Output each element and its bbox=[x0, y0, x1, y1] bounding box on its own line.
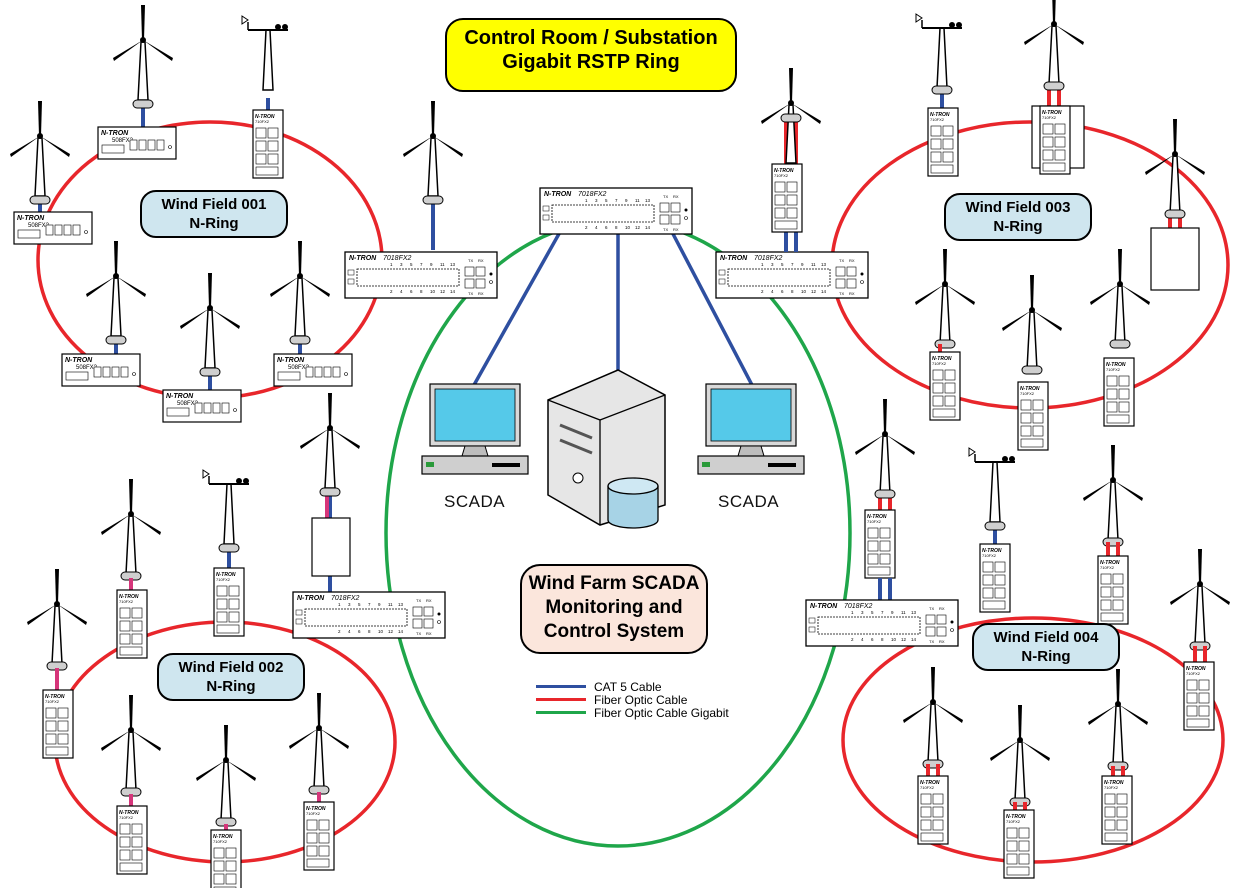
field-002-name: Wind Field 002 bbox=[178, 659, 284, 676]
legend-swatch-gigabit bbox=[536, 711, 586, 714]
scada-center-line2: Monitoring and bbox=[545, 597, 683, 618]
field-003-type: N-Ring bbox=[993, 218, 1043, 235]
legend-swatch-cat5 bbox=[536, 685, 586, 688]
field-003-devices bbox=[914, 0, 1206, 451]
field-003-name: Wind Field 003 bbox=[965, 199, 1071, 216]
field-001-name: Wind Field 001 bbox=[161, 196, 267, 213]
field-004-name: Wind Field 004 bbox=[993, 629, 1099, 646]
control-room-title-line2: Gigabit RSTP Ring bbox=[502, 51, 680, 73]
legend: CAT 5 Cable Fiber Optic Cable Fiber Opti… bbox=[536, 679, 729, 720]
field-002-label: Wind Field 002 N-Ring bbox=[157, 653, 305, 701]
scada-server bbox=[547, 369, 666, 529]
scada-center-label: Wind Farm SCADA Monitoring and Control S… bbox=[520, 564, 708, 654]
scada-workstation-left bbox=[421, 383, 529, 475]
field-003-label: Wind Field 003 N-Ring bbox=[944, 193, 1092, 241]
scada-center-line1: Wind Farm SCADA bbox=[528, 573, 700, 594]
scada-center-line3: Control System bbox=[543, 621, 685, 642]
scada-workstation-right bbox=[697, 383, 805, 475]
field-001-devices bbox=[9, 4, 498, 423]
field-004-type: N-Ring bbox=[1021, 648, 1071, 665]
legend-label-cat5: CAT 5 Cable bbox=[594, 679, 662, 694]
legend-item-gigabit: Fiber Optic Cable Gigabit bbox=[536, 705, 729, 720]
field-002-devices bbox=[26, 392, 446, 888]
legend-item-cat5: CAT 5 Cable bbox=[536, 679, 729, 694]
field-001-label: Wind Field 001 N-Ring bbox=[140, 190, 288, 238]
legend-label-fiber: Fiber Optic Cable bbox=[594, 692, 688, 707]
scada-workstation-left-label: SCADA bbox=[444, 492, 506, 511]
legend-item-fiber: Fiber Optic Cable bbox=[536, 692, 729, 707]
field-002-type: N-Ring bbox=[206, 678, 256, 695]
legend-label-gigabit: Fiber Optic Cable Gigabit bbox=[594, 705, 729, 720]
field-004-label: Wind Field 004 N-Ring bbox=[972, 623, 1120, 671]
cat5-link bbox=[472, 231, 562, 386]
legend-swatch-fiber bbox=[536, 698, 586, 701]
control-room-switches bbox=[539, 67, 869, 299]
control-room-title: Control Room / Substation Gigabit RSTP R… bbox=[445, 18, 737, 92]
field-004-devices bbox=[805, 398, 1231, 879]
cat5-link bbox=[670, 231, 754, 386]
control-room-title-line1: Control Room / Substation bbox=[464, 27, 718, 49]
scada-workstation-right-label: SCADA bbox=[718, 492, 780, 511]
field-001-type: N-Ring bbox=[189, 215, 239, 232]
